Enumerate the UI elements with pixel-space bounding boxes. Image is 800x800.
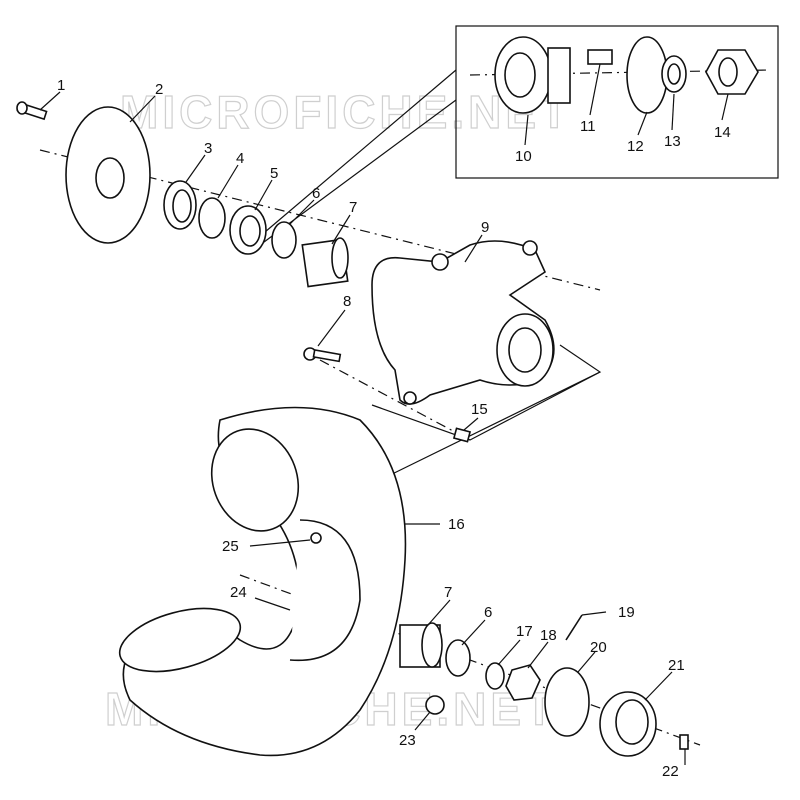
- part-19-cotter-pin: [565, 614, 583, 641]
- part-6-bearing-cone-lower: [445, 639, 471, 677]
- part-4-snap-ring: [198, 197, 226, 239]
- stud-centerline: [319, 359, 471, 441]
- callout-19: 19: [618, 604, 635, 621]
- callout-25: 25: [222, 538, 239, 555]
- callout-8: 8: [343, 293, 351, 310]
- part-21-hub-cap: [599, 691, 657, 757]
- part-15-stud: [452, 427, 472, 443]
- callout-2: 2: [155, 81, 163, 98]
- callout-21: 21: [668, 657, 685, 674]
- part-7-bearing-cup-lower: [399, 622, 443, 668]
- inset-box: [455, 25, 779, 179]
- callout-18: 18: [540, 627, 557, 644]
- callout-14: 14: [714, 124, 731, 141]
- part-1-screw: [16, 101, 48, 121]
- part-7-bearing-cup: [301, 237, 349, 288]
- watermark-top: MICROFICHE.NET: [120, 86, 572, 138]
- callout-4: 4: [236, 150, 244, 167]
- callout-22: 22: [662, 763, 679, 780]
- part-9-hub: [371, 240, 555, 405]
- callout-24: 24: [230, 584, 247, 601]
- callout-13: 13: [664, 133, 681, 150]
- part-20-o-ring: [544, 667, 590, 737]
- callout-6-lower: 6: [484, 604, 492, 621]
- inset-leader-top: [264, 69, 457, 233]
- part-17-washer: [485, 662, 505, 690]
- part-11-roller: [587, 49, 613, 65]
- callout-10: 10: [515, 148, 532, 165]
- callout-9: 9: [481, 219, 489, 236]
- part-12-washer: [626, 36, 668, 114]
- part-14-nut: [705, 49, 759, 95]
- callout-17: 17: [516, 623, 533, 640]
- callout-16: 16: [448, 516, 465, 533]
- callout-11: 11: [580, 118, 596, 135]
- callout-12: 12: [627, 138, 644, 155]
- part-22-screw: [679, 734, 689, 750]
- part-23-lug-nut: [425, 695, 445, 715]
- callout-6: 6: [312, 185, 320, 202]
- part-6-bearing-cone: [271, 221, 297, 259]
- hub-to-wheel-line: [379, 371, 601, 481]
- part-16-tire: [118, 406, 407, 757]
- callout-20: 20: [590, 639, 607, 656]
- part-3-seal: [163, 180, 197, 230]
- part-8-bolt: [303, 347, 342, 363]
- callout-7: 7: [349, 199, 357, 216]
- hub-outline: [371, 344, 602, 441]
- callout-15: 15: [471, 401, 488, 418]
- part-13-spacer: [661, 55, 687, 93]
- part-10-clutch-housing: [494, 36, 571, 114]
- part-25-valve-stem: [310, 532, 322, 544]
- callout-23: 23: [399, 732, 416, 749]
- callout-1: 1: [57, 77, 65, 94]
- part-5-sprag-clutch: [229, 205, 267, 255]
- callout-7-lower: 7: [444, 584, 452, 601]
- part-2-brake-disc: [65, 106, 151, 244]
- leader-lines: [39, 63, 729, 765]
- callout-5: 5: [270, 165, 278, 182]
- callout-3: 3: [204, 140, 212, 157]
